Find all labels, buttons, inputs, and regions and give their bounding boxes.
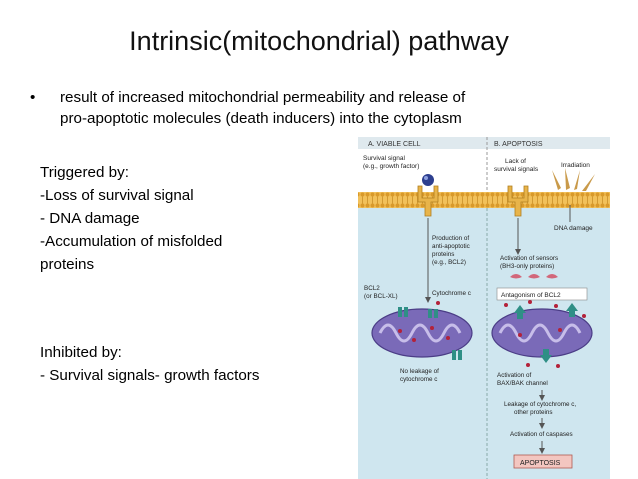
apoptosis-box (513, 454, 573, 469)
sensors-label: Activation of sensors (500, 255, 558, 262)
lack-survival-label-2: survival signals (494, 166, 539, 173)
activation-bax-label: Activation of (497, 372, 532, 379)
inhibited-heading: Inhibited by: (40, 344, 122, 361)
survival-signal-label-2: (e.g., growth factor) (363, 163, 419, 170)
bullet-marker: • (30, 89, 36, 106)
released-cytochrome-dots (504, 300, 586, 368)
panel-header-bar (358, 137, 610, 149)
receptor-b-icon (507, 185, 529, 217)
trigger-item-1: -Loss of survival signal (40, 187, 194, 204)
trigger-item-3-cont: proteins (40, 256, 95, 273)
irradiation-label: Irradiation (561, 162, 590, 169)
panel-a-label: A. VIABLE CELL (368, 141, 421, 148)
production-label-2: anti-apoptotic (432, 243, 470, 250)
mitochondrion-a (371, 308, 473, 358)
bcl2-label: BCL2 (364, 285, 380, 292)
inhibitor-item-1: - Survival signals- growth factors (40, 367, 260, 384)
growth-factor-icon (422, 174, 434, 186)
survival-signal-label: Survival signal (363, 155, 405, 162)
slide-title: Intrinsic(mitochondrial) pathway (129, 26, 509, 56)
no-leakage-label: No leakage of (400, 368, 439, 375)
production-label-3: proteins (432, 251, 454, 258)
cell-membrane (358, 192, 610, 208)
mitochondrion-b (491, 308, 593, 358)
bullet-text: result of increased mitochondrial permea… (60, 87, 620, 129)
apoptosis-label: APOPTOSIS (520, 460, 561, 467)
triggered-by-list: Triggered by: -Loss of survival signal -… (40, 161, 290, 276)
cytochrome-dots (398, 301, 450, 342)
lack-survival-label: Lack of (505, 158, 526, 165)
triggered-heading: Triggered by: (40, 164, 129, 181)
activation-bax-label-2: BAX/BAK channel (497, 380, 548, 387)
production-label-4: (e.g., BCL2) (432, 259, 466, 266)
antagonism-box (496, 287, 588, 301)
sensors-label-2: (BH3-only proteins) (500, 263, 554, 270)
no-leakage-label-2: cytochrome c (400, 376, 437, 383)
bcl2-channel-icons (398, 307, 462, 360)
bh3-protein-icons (510, 274, 558, 279)
receptor-a-icon (417, 185, 439, 217)
dna-damage-label: DNA damage (554, 225, 593, 232)
leakage-label-2: other proteins (514, 409, 553, 416)
antagonism-label: Antagonism of BCL2 (501, 292, 561, 299)
bax-bak-channel-icons (514, 303, 578, 363)
production-label: Production of (432, 235, 469, 242)
cytochrome-label: Cytochrome c (432, 290, 471, 297)
bullet-line-1: result of increased mitochondrial permea… (60, 89, 466, 106)
irradiation-icon (552, 168, 595, 191)
trigger-item-3: -Accumulation of misfolded (40, 233, 223, 250)
inhibited-by-list: Inhibited by: - Survival signals- growth… (40, 341, 340, 387)
trigger-item-2: - DNA damage (40, 210, 140, 227)
leakage-label: Leakage of cytochrome c, (504, 401, 576, 408)
bcl2-label-2: (or BCL-XL) (364, 293, 398, 300)
bullet-line-2: pro-apoptotic molecules (death inducers)… (60, 110, 462, 127)
panel-b-label: B. APOPTOSIS (494, 141, 543, 148)
caspases-label: Activation of caspases (510, 431, 573, 438)
